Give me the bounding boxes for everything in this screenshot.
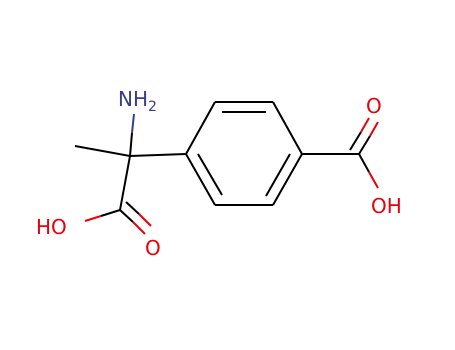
bond-ring-left-bottom-inner bbox=[197, 153, 223, 196]
bond-right-hydroxyl-black bbox=[358, 153, 370, 173]
bond-left-carbonyl-black-a bbox=[119, 209, 134, 223]
bond-alpha-aryl bbox=[129, 153, 187, 157]
bond-ring-right-bottom bbox=[272, 153, 303, 206]
bond-left-carbonyl-red-a bbox=[132, 221, 146, 235]
bond-left-hydroxyl-black bbox=[100, 209, 121, 217]
bond-alpha-amine-black bbox=[129, 132, 133, 157]
bond-left-carbonyl-black-b bbox=[125, 201, 140, 215]
bond-right-carbonyl-black-b bbox=[349, 131, 362, 151]
bond-methyl bbox=[74, 145, 131, 157]
amine-label: NH2 bbox=[118, 87, 157, 115]
right-hydroxyl-label: OH bbox=[371, 194, 402, 218]
bond-ring-right-top bbox=[272, 101, 303, 155]
amine-subscript: 2 bbox=[148, 99, 157, 115]
bond-ring-left-top bbox=[185, 101, 216, 155]
bond-right-carbonyl-red-a bbox=[369, 121, 379, 137]
bond-ring-left-bottom bbox=[185, 153, 216, 206]
bond-layer bbox=[74, 101, 359, 211]
bond-right-hydroxyl-red bbox=[368, 171, 379, 189]
left-hydroxyl-label: HO bbox=[36, 215, 67, 239]
left-carbonyl-oxygen-label: O bbox=[145, 236, 161, 260]
right-carbonyl-oxygen-label: O bbox=[366, 94, 382, 118]
bond-alpha-amine-colored bbox=[131, 113, 135, 134]
bond-alpha-carboxyl bbox=[119, 155, 131, 211]
bond-left-carbonyl-red-b bbox=[138, 213, 152, 227]
bond-right-carbonyl-red-b bbox=[360, 117, 370, 133]
bond-right-carbonyl-black-a bbox=[358, 135, 371, 155]
bond-left-hydroxyl-red bbox=[84, 215, 102, 222]
bond-ring-right-bottom-inner bbox=[265, 153, 291, 197]
